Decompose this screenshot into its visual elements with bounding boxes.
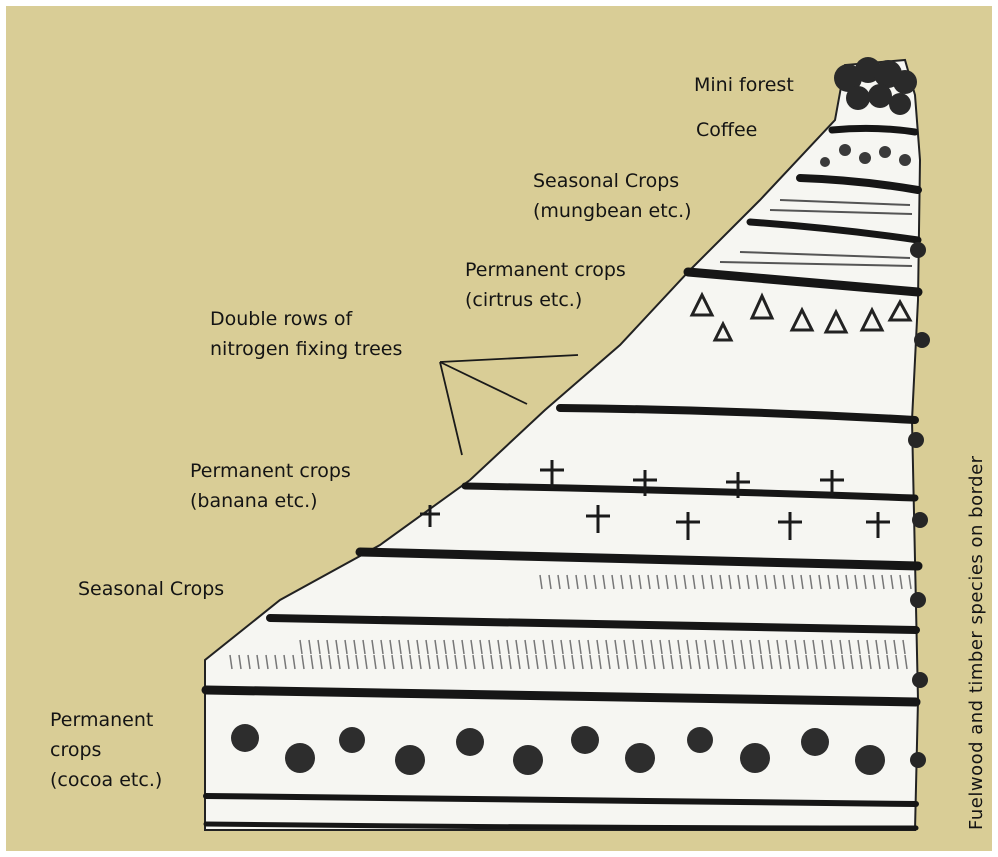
label-fuelwood-timber-border: Fuelwood and timber species on border — [966, 455, 987, 830]
label-permanent-crops-citrus: Permanent crops (cirtrus etc.) — [465, 255, 626, 315]
label-permanent-crops-cocoa: Permanent crops (cocoa etc.) — [50, 705, 162, 795]
hedgerow-1 — [832, 128, 915, 132]
label-seasonal-crops: Seasonal Crops — [78, 574, 224, 604]
label-permanent-crops-banana: Permanent crops (banana etc.) — [190, 456, 351, 516]
label-mini-forest: Mini forest — [694, 70, 794, 100]
label-coffee: Coffee — [696, 115, 757, 145]
label-double-rows-nitrogen-trees: Double rows of nitrogen fixing trees — [210, 304, 402, 364]
label-seasonal-crops-mungbean: Seasonal Crops (mungbean etc.) — [533, 166, 692, 226]
